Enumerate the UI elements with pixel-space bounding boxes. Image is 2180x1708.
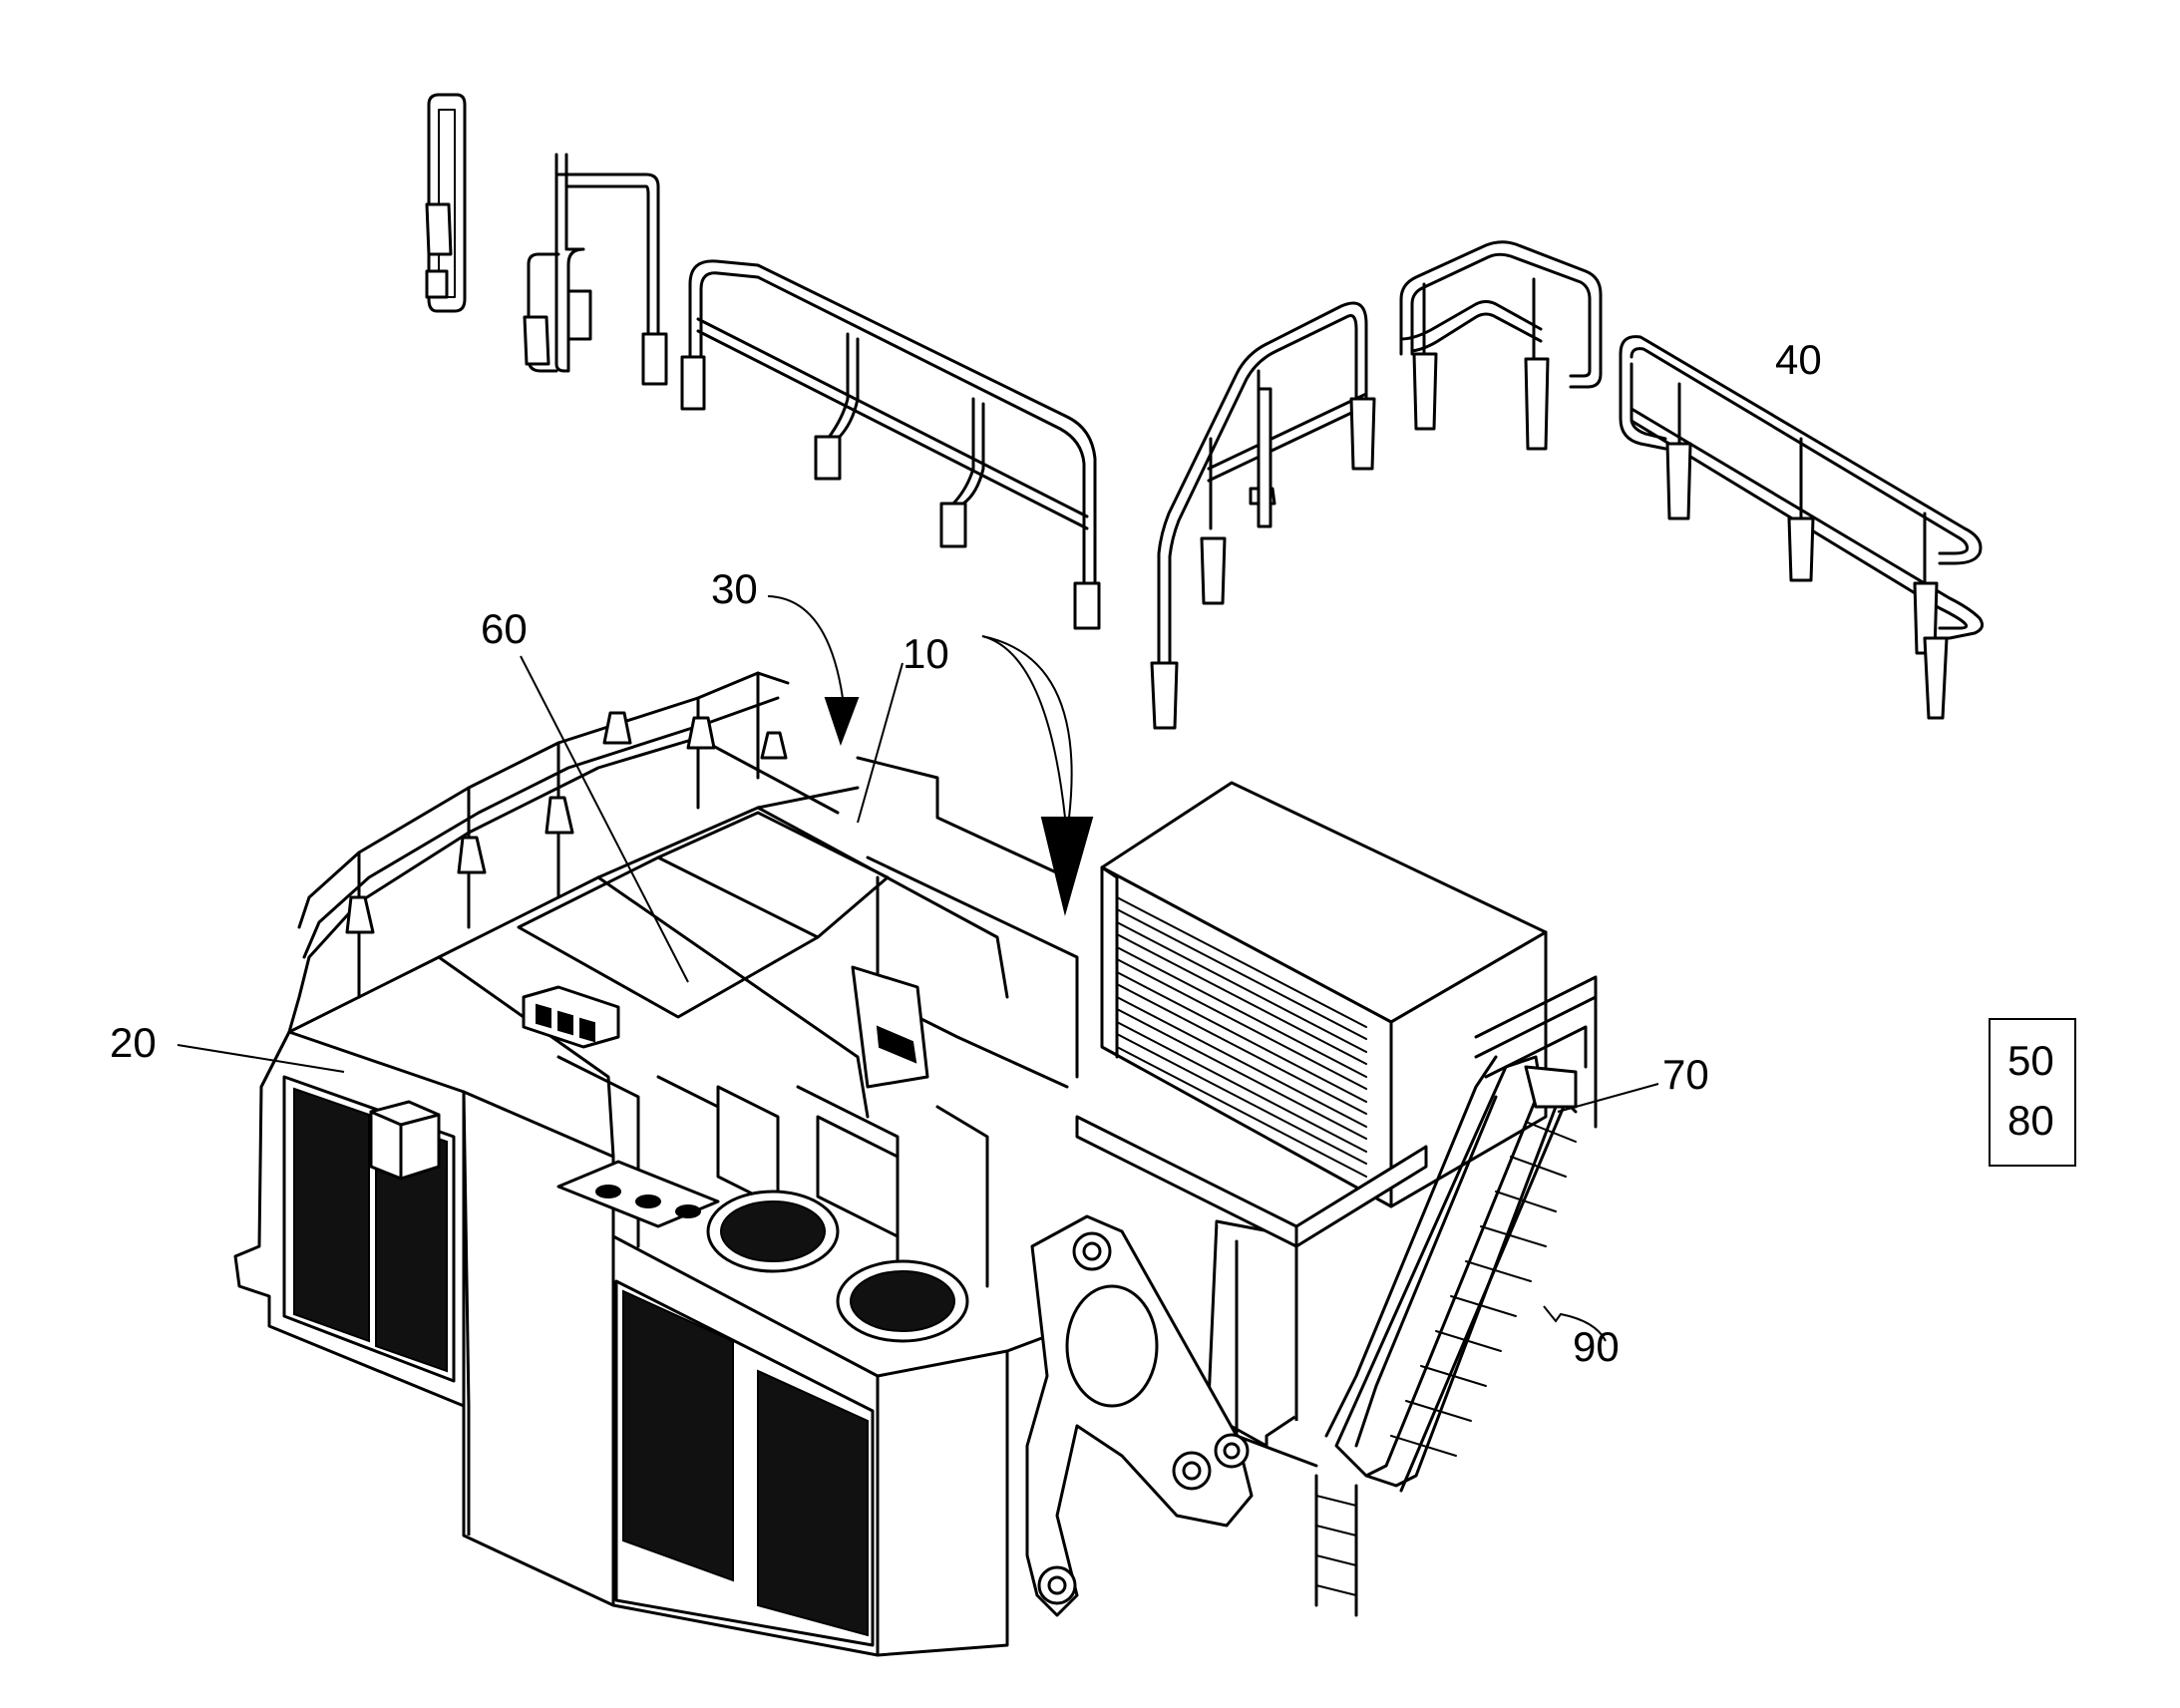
ref-label-50: 50 (2007, 1037, 2054, 1084)
engine-housing (1075, 781, 1598, 1248)
leader-70 (1557, 1083, 1659, 1113)
stairway (1314, 1055, 1578, 1617)
arrow-30-head (824, 697, 860, 746)
leader-lines (177, 595, 1659, 1342)
ref-label-20: 20 (110, 1019, 157, 1066)
ref-label-70: 70 (1662, 1051, 1709, 1098)
leader-10-arrow-b (981, 635, 1073, 819)
ref-label-80: 80 (2007, 1097, 2054, 1144)
leader-60 (520, 655, 689, 983)
ref-label-10: 10 (903, 630, 949, 677)
handrail-sections-left (425, 93, 1101, 630)
reference-box-frame (1989, 1018, 2076, 1167)
ref-label-30: 30 (711, 565, 758, 612)
reference-box: 50 80 (1989, 1018, 2076, 1167)
leader-20 (177, 1044, 345, 1073)
leader-90 (1543, 1305, 1607, 1342)
leader-10 (857, 662, 904, 824)
ref-label-90: 90 (1573, 1323, 1620, 1370)
leader-10-arrow (981, 635, 1066, 819)
handrail-sections-right (1150, 240, 1985, 730)
reference-labels: 30 10 60 40 20 70 90 (110, 336, 1822, 1370)
installation-arrows (824, 697, 1094, 916)
ref-label-60: 60 (481, 605, 528, 652)
machine-body (233, 671, 1318, 1657)
leader-30 (767, 595, 844, 699)
arrow-10-head (1040, 817, 1094, 916)
ref-label-40: 40 (1775, 336, 1822, 383)
